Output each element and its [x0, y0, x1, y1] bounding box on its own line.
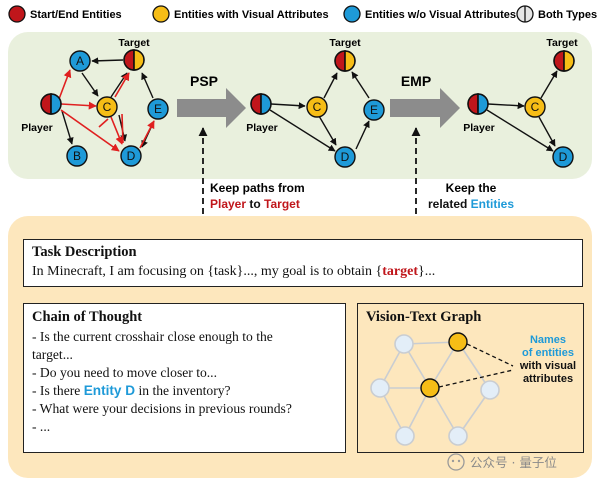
vtg-node-visual [420, 378, 440, 398]
legend-both: Both Types [516, 5, 597, 23]
node-player [467, 93, 489, 115]
svg-text:A: A [76, 54, 84, 68]
cot-line: - ... [32, 419, 51, 434]
graph3-player-label: Player [463, 122, 495, 134]
emp-label: EMP [401, 73, 431, 89]
vision-text-graph-box: Vision-Text Graph Names of entities with… [357, 303, 584, 453]
task-text-pre: In Minecraft, I am focusing on {task}...… [32, 264, 383, 279]
legend-both-label: Both Types [538, 9, 597, 21]
legend-start-end: Start/End Entities [8, 5, 122, 23]
svg-text:C: C [313, 100, 322, 114]
svg-text:B: B [73, 149, 81, 163]
node-b: B [66, 145, 88, 167]
graph3-target-label: Target [546, 37, 578, 49]
task-description-box: Task Description In Minecraft, I am focu… [23, 239, 583, 287]
legend-visual-label: Entities with Visual Attributes [174, 9, 329, 21]
emp-note-line2: related Entities [428, 197, 514, 211]
node-e: E [147, 98, 169, 120]
vision-text-graph-drawing [370, 332, 514, 446]
graph-psp: C E D Target Player [246, 37, 385, 168]
watermark: 公众号 · 量子位 [447, 453, 557, 471]
node-c: C [96, 96, 118, 118]
node-player [250, 93, 272, 115]
vtg-node-visual [448, 332, 468, 352]
cot-line: - Do you need to move closer to... [32, 365, 217, 380]
chain-of-thought-box: Chain of Thought - Is the current crossh… [23, 303, 346, 453]
vtg-attributes-label: with visual attributes [519, 360, 577, 385]
cot-line: - Is there Entity D in the inventory? [32, 383, 231, 398]
svg-text:E: E [154, 102, 162, 116]
legend-visual: Entities with Visual Attributes [152, 5, 329, 23]
psp-note-line1: Keep paths from [210, 181, 305, 195]
cot-entity-highlight: Entity D [83, 383, 136, 398]
emp-arrow: EMP [390, 73, 460, 128]
task-text-post: }... [418, 264, 436, 279]
node-target [553, 50, 575, 72]
node-a: A [69, 50, 91, 72]
graph1-player-label: Player [21, 122, 53, 134]
vtg-node [395, 426, 415, 446]
psp-arrow: PSP [177, 73, 246, 128]
svg-text:C: C [103, 100, 112, 114]
node-target [334, 50, 356, 72]
task-description-title: Task Description [32, 244, 137, 260]
graph2-target-label: Target [329, 37, 361, 49]
cot-line: - What were your decisions in previous r… [32, 401, 292, 416]
psp-annotation: Keep paths from Player to Target [198, 127, 305, 214]
svg-text:C: C [531, 100, 540, 114]
node-d: D [552, 146, 574, 168]
legend-no-visual: Entities w/o Visual Attributes [343, 5, 516, 23]
emp-annotation: Keep the related Entities [411, 127, 514, 214]
svg-text:D: D [341, 150, 350, 164]
node-target [123, 49, 145, 71]
emp-note-line1: Keep the [446, 181, 497, 195]
legend-no-visual-label: Entities w/o Visual Attributes [365, 9, 516, 21]
graph2-player-label: Player [246, 122, 278, 134]
node-e: E [363, 99, 385, 121]
svg-text:D: D [127, 149, 136, 163]
chain-of-thought-title: Chain of Thought [32, 309, 143, 325]
legend: Start/End Entities Entities with Visual … [8, 5, 597, 23]
vtg-names-label: Names of entities [522, 334, 574, 359]
graph-full: A C E B [21, 37, 169, 167]
psp-label: PSP [190, 73, 218, 89]
watermark-text: 公众号 · 量子位 [470, 455, 557, 470]
vision-text-graph-title: Vision-Text Graph [366, 309, 482, 325]
cot-line: - Is the current crosshair close enough … [32, 329, 273, 344]
cot-line: target... [32, 347, 73, 362]
svg-text:E: E [370, 103, 378, 117]
graph-emp: C D Target Player [463, 37, 578, 168]
graph1-target-label: Target [118, 37, 150, 49]
psp-note-line2: Player to Target [210, 197, 300, 211]
legend-start-end-label: Start/End Entities [30, 9, 122, 21]
vtg-node [448, 426, 468, 446]
vtg-node [394, 334, 414, 354]
vtg-node [370, 378, 390, 398]
node-d: D [120, 145, 142, 167]
svg-text:D: D [559, 150, 568, 164]
node-c: C [524, 96, 546, 118]
task-target-highlight: target [382, 264, 419, 279]
node-d: D [334, 146, 356, 168]
node-player [40, 93, 62, 115]
vtg-node [480, 380, 500, 400]
node-c: C [306, 96, 328, 118]
task-description-text: In Minecraft, I am focusing on {task}...… [32, 264, 574, 280]
